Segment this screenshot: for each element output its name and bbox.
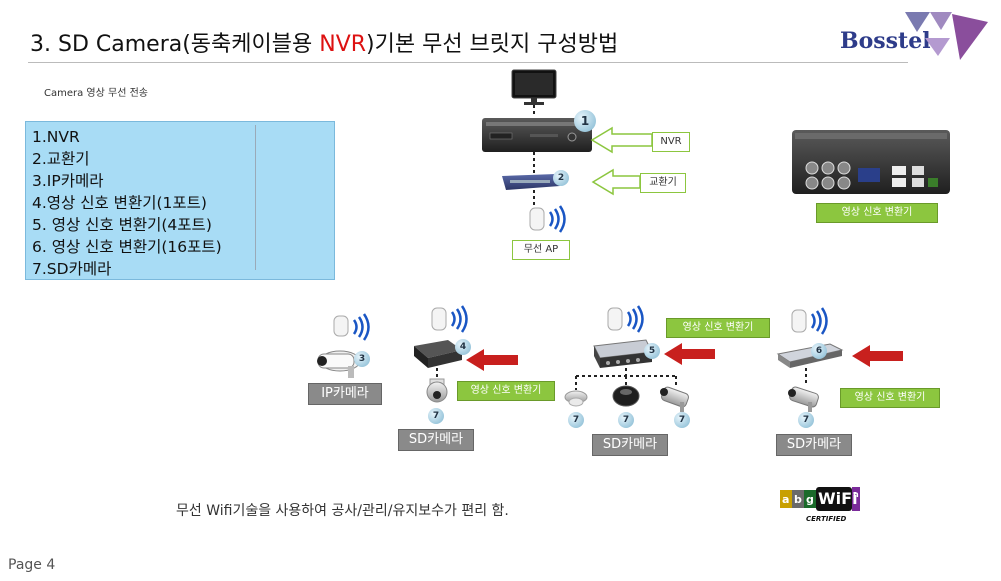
legend-list: 1.NVR 2.교환기 3.IP카메라 4.영상 신호 변환기(1포트) 5. …	[32, 126, 222, 280]
converter-16port-icon	[776, 343, 844, 368]
wifi-logo-brand: WiFi	[818, 489, 858, 508]
badge-7: 7	[618, 412, 634, 428]
label-converter-right: 영상 신호 변환기	[840, 388, 940, 408]
wireless-ap-icon	[607, 305, 644, 333]
switch-device-icon	[502, 174, 560, 190]
legend-divider	[255, 125, 256, 270]
badge-5: 5	[644, 343, 660, 359]
wireless-ap-icon	[431, 305, 468, 333]
legend-item: 1.NVR	[32, 128, 80, 146]
page-title: 3. SD Camera(동축케이블용 NVR)기본 무선 브릿지 구성방법	[30, 32, 619, 57]
label-converter-top: 영상 신호 변환기	[816, 203, 938, 223]
label-ip-camera: IP카메라	[308, 383, 382, 405]
badge-7: 7	[568, 412, 584, 428]
label-sd-camera: SD카메라	[398, 429, 474, 451]
badge-2: 2	[553, 170, 569, 186]
label-converter-left: 영상 신호 변환기	[457, 381, 555, 401]
camera-branch-lines	[575, 368, 677, 390]
footer-note: 무선 Wifi기술을 사용하여 공사/관리/유지보수가 편리 함.	[176, 503, 509, 519]
nvr-pointer-arrow	[590, 126, 653, 154]
badge-6: 6	[811, 343, 827, 359]
legend-item: 4.영상 신호 변환기(1포트)	[32, 194, 207, 212]
company-logo-text: Bosstel	[840, 28, 931, 54]
red-arrow-icon	[852, 345, 903, 367]
bullet-camera-icon	[788, 386, 819, 412]
legend-item: 2.교환기	[32, 150, 90, 168]
legend-item: 7.SD카메라	[32, 260, 112, 278]
label-converter-mid: 영상 신호 변환기	[666, 318, 770, 338]
wireless-ap-icon	[333, 313, 370, 341]
label-nvr: NVR	[652, 132, 690, 152]
title-divider	[28, 62, 908, 63]
wireless-ap-icon	[791, 307, 828, 335]
dome-camera-icon	[612, 385, 640, 407]
monitor-icon	[511, 69, 557, 105]
red-arrow-icon	[466, 349, 518, 371]
wifi-logo-a: a	[782, 493, 790, 506]
converter-4port-icon	[593, 339, 653, 368]
label-sd-camera: SD카메라	[776, 434, 852, 456]
bullet-camera-icon	[660, 386, 689, 412]
wifi-logo-b: b	[794, 493, 802, 506]
dome-camera-icon	[564, 390, 588, 407]
subtitle: Camera 영상 무선 전송	[44, 88, 148, 99]
ip-camera-icon	[317, 350, 361, 378]
legend-box: 1.NVR 2.교환기 3.IP카메라 4.영상 신호 변환기(1포트) 5. …	[25, 121, 335, 280]
badge-3: 3	[354, 351, 370, 367]
wifi-logo-n: n	[853, 490, 859, 499]
label-wireless-ap: 무선 AP	[512, 240, 570, 260]
switch-pointer-arrow	[591, 168, 641, 196]
label-switch: 교환기	[640, 173, 686, 193]
converter-1port-icon	[414, 340, 462, 368]
legend-item: 3.IP카메라	[32, 172, 104, 190]
ptz-camera-icon	[426, 378, 448, 403]
legend-item: 5. 영상 신호 변환기(4포트)	[32, 216, 212, 234]
wifi-logo-certified: CERTIFIED	[806, 515, 847, 523]
badge-7: 7	[674, 412, 690, 428]
badge-4: 4	[455, 339, 471, 355]
nvr-device-icon	[482, 118, 592, 152]
legend-item: 6. 영상 신호 변환기(16포트)	[32, 238, 222, 256]
label-sd-camera: SD카메라	[592, 434, 668, 456]
converter-device-icon	[792, 130, 950, 194]
wifi-logo-g: g	[806, 493, 814, 506]
page-number: Page 4	[8, 557, 56, 573]
wifi-certified-logo	[780, 487, 860, 527]
wireless-ap-icon	[529, 205, 566, 233]
red-arrow-icon	[664, 343, 715, 365]
badge-7: 7	[798, 412, 814, 428]
badge-1: 1	[574, 110, 596, 132]
badge-7: 7	[428, 408, 444, 424]
